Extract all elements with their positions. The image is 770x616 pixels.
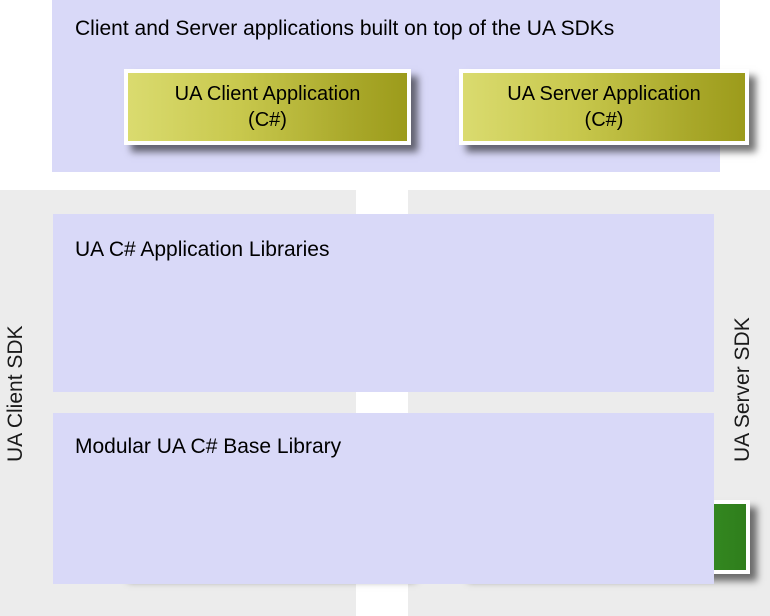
panel-base-library: Modular UA C# Base Library UA Base Libra…	[53, 413, 714, 584]
box-client-application-line1: UA Client Application	[174, 83, 361, 105]
box-client-application-line2: (C#)	[248, 109, 287, 131]
box-server-application-line1: UA Server Application	[507, 83, 701, 105]
panel-applications-title: Client and Server applications built on …	[75, 17, 615, 40]
panel-application-libraries-title: UA C# Application Libraries	[75, 238, 330, 261]
box-client-application[interactable]: UA Client Application (C#)	[124, 69, 411, 145]
panel-applications: Client and Server applications built on …	[52, 0, 749, 172]
box-server-application-line2: (C#)	[584, 109, 624, 131]
panel-application-libraries: UA C# Application Libraries UA Client Li…	[53, 214, 750, 574]
box-server-application[interactable]: UA Server Application (C#)	[459, 69, 749, 145]
server-sdk-label: UA Server SDK	[731, 317, 754, 462]
client-sdk-label: UA Client SDK	[4, 325, 27, 462]
panel-base-library-title: Modular UA C# Base Library	[75, 435, 342, 458]
